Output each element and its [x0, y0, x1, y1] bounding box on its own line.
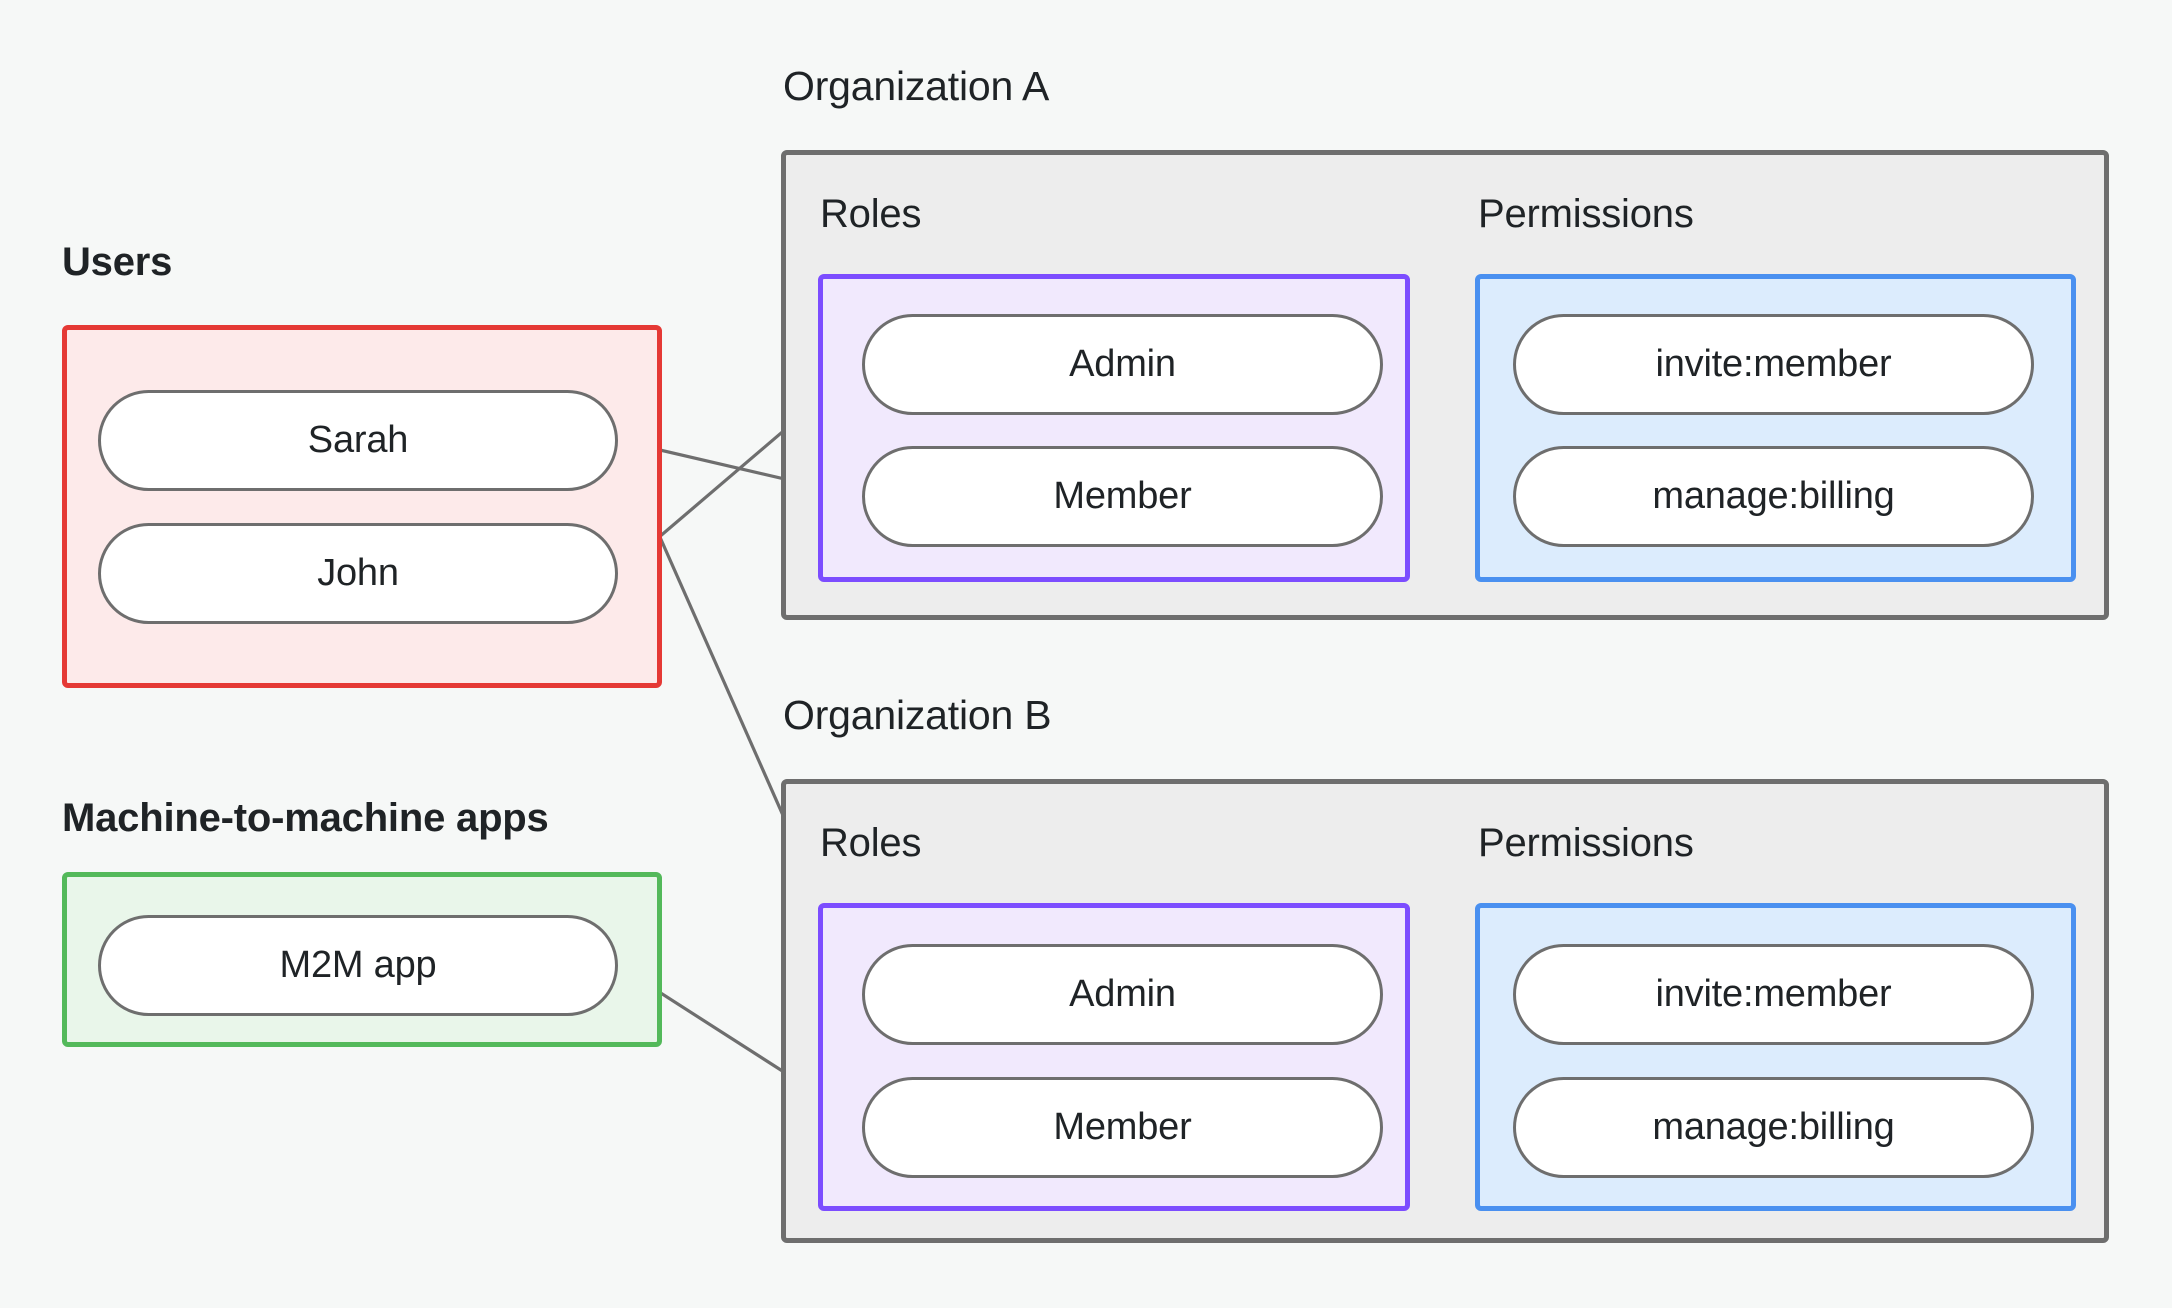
- node-user-sarah[interactable]: Sarah: [98, 390, 618, 491]
- node-orgB-permission-invite-member[interactable]: invite:member: [1513, 944, 2034, 1045]
- organization-a-label: Organization A: [783, 63, 1050, 109]
- organization-b-roles-label: Roles: [820, 821, 922, 865]
- organization-a-roles-label: Roles: [820, 192, 922, 236]
- node-orgA-permission-manage-billing[interactable]: manage:billing: [1513, 446, 2034, 547]
- node-orgB-role-member[interactable]: Member: [862, 1077, 1383, 1178]
- node-orgA-role-member[interactable]: Member: [862, 446, 1383, 547]
- organization-a-permissions-label: Permissions: [1478, 192, 1694, 236]
- node-user-john[interactable]: John: [98, 523, 618, 624]
- node-orgB-role-admin[interactable]: Admin: [862, 944, 1383, 1045]
- organization-b-permissions-label: Permissions: [1478, 821, 1694, 865]
- node-m2m-app[interactable]: M2M app: [98, 915, 618, 1016]
- node-orgB-permission-manage-billing[interactable]: manage:billing: [1513, 1077, 2034, 1178]
- organization-b-label: Organization B: [783, 692, 1052, 738]
- m2m-section-label: Machine-to-machine apps: [62, 796, 549, 840]
- node-orgA-permission-invite-member[interactable]: invite:member: [1513, 314, 2034, 415]
- users-group-box: [62, 325, 662, 688]
- users-section-label: Users: [62, 240, 173, 284]
- node-orgA-role-admin[interactable]: Admin: [862, 314, 1383, 415]
